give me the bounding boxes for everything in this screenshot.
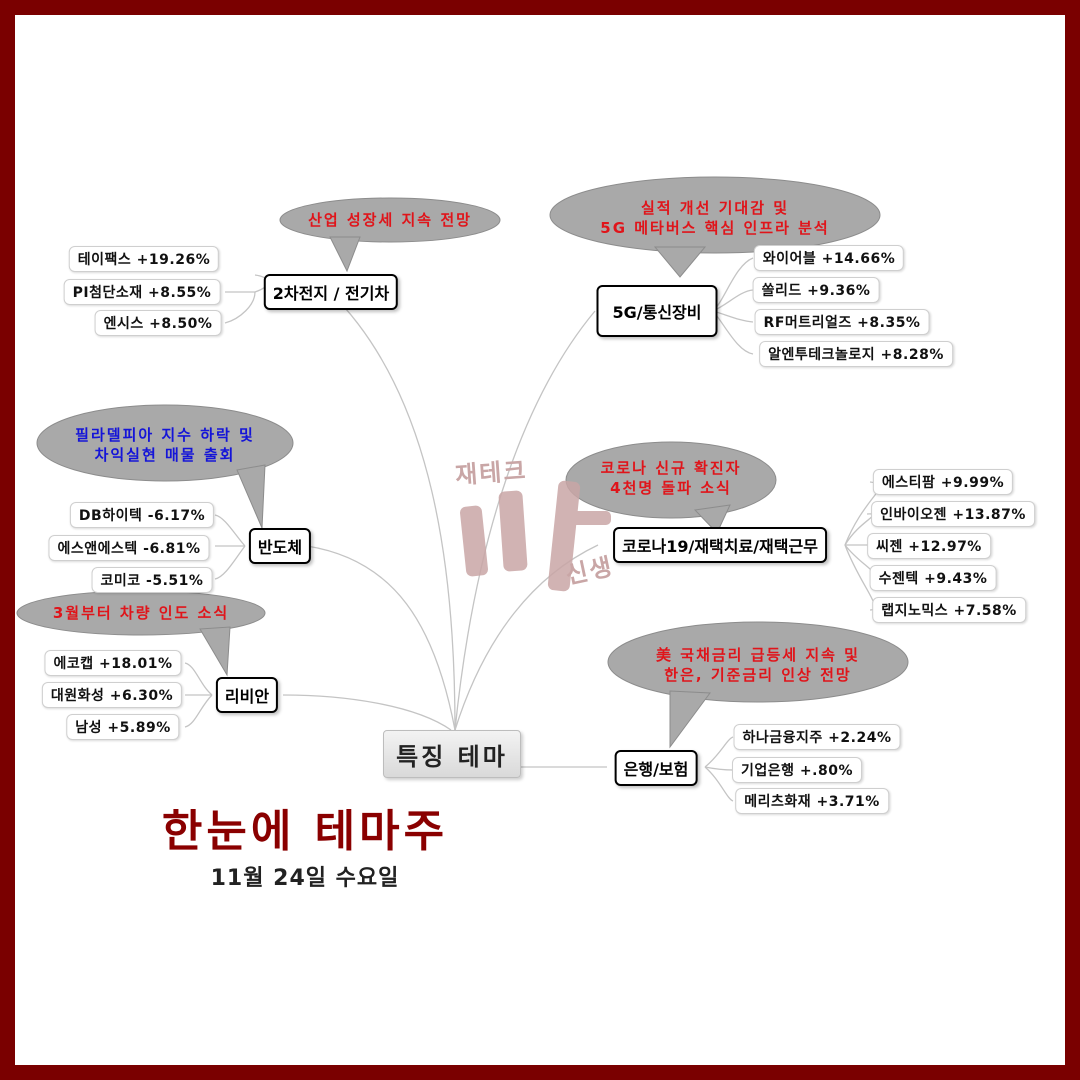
comment-bubble-covid <box>565 441 777 519</box>
stock-item[interactable]: 기업은행 +.80% <box>732 757 862 783</box>
comment-livian: 3월부터 차량 인도 소식 <box>53 603 229 623</box>
comment-line: 5G 메타버스 핵심 인프라 분석 <box>600 219 830 237</box>
mindmap-canvas: 재테크 신생 산업 성장세 지속 전망 실적 개선 기대감 및 5G 메타버스 … <box>15 15 1065 1065</box>
comment-bubble-tail <box>669 690 711 749</box>
theme-node-5g[interactable]: 5G/통신장비 <box>596 285 718 337</box>
comment-line: 코로나 신규 확진자 <box>600 459 742 477</box>
center-topic[interactable]: 특징 테마 <box>383 730 521 778</box>
comment-line: 산업 성장세 지속 전망 <box>308 211 472 229</box>
comment-line: 3월부터 차량 인도 소식 <box>52 604 230 622</box>
stock-item[interactable]: 코미코 -5.51% <box>91 567 213 593</box>
comment-bank: 美 국채금리 급등세 지속 및 한은, 기준금리 인상 전망 <box>656 645 860 685</box>
theme-node-livian[interactable]: 리비안 <box>215 677 279 713</box>
comment-line: 한은, 기준금리 인상 전망 <box>664 666 852 684</box>
stock-item[interactable]: 메리츠화재 +3.71% <box>735 788 889 814</box>
stock-item[interactable]: 남성 +5.89% <box>66 714 180 740</box>
page-title: 한눈에 테마주 <box>161 806 449 857</box>
stock-item[interactable]: 엔시스 +8.50% <box>94 310 222 336</box>
comment-bubble-5g <box>549 176 881 254</box>
comment-bubble-bank <box>607 621 909 703</box>
theme-node-semiconductor[interactable]: 반도체 <box>248 528 312 564</box>
stock-item[interactable]: 에스앤에스텍 -6.81% <box>48 535 210 561</box>
comment-5g: 실적 개선 기대감 및 5G 메타버스 핵심 인프라 분석 <box>600 198 829 238</box>
stock-item[interactable]: 쏠리드 +9.36% <box>752 277 880 303</box>
stock-item[interactable]: 에코캡 +18.01% <box>44 650 182 676</box>
stock-item[interactable]: 수젠텍 +9.43% <box>869 565 997 591</box>
stock-item[interactable]: 하나금융지주 +2.24% <box>733 724 901 750</box>
date-label: 11월 24일 수요일 <box>210 866 400 891</box>
stock-item[interactable]: 랩지노믹스 +7.58% <box>872 597 1026 623</box>
watermark-text-top: 재테크 <box>454 456 529 490</box>
comment-covid: 코로나 신규 확진자 4천명 돌파 소식 <box>601 458 742 498</box>
comment-semiconductor: 필라델피아 지수 하락 및 차익실현 매물 출회 <box>75 425 255 465</box>
stock-item[interactable]: 대원화성 +6.30% <box>41 682 183 708</box>
stock-item[interactable]: DB하이텍 -6.17% <box>69 502 215 528</box>
theme-node-bank[interactable]: 은행/보험 <box>614 750 698 786</box>
stock-item[interactable]: 와이어블 +14.66% <box>753 245 905 271</box>
comment-bubble-tail <box>329 236 361 273</box>
comment-bubble-tail <box>236 464 266 529</box>
comment-bubble-tail <box>693 504 731 534</box>
comment-bubble-tail <box>199 626 231 677</box>
stock-item[interactable]: 인바이오젠 +13.87% <box>871 501 1035 527</box>
comment-line: 4천명 돌파 소식 <box>610 479 732 497</box>
stock-item[interactable]: 에스티팜 +9.99% <box>872 469 1014 495</box>
comment-line: 美 국채금리 급등세 지속 및 <box>656 646 860 664</box>
comment-line: 실적 개선 기대감 및 <box>640 199 790 217</box>
stock-item[interactable]: 씨젠 +12.97% <box>867 533 991 559</box>
theme-node-covid[interactable]: 코로나19/재택치료/재택근무 <box>613 527 827 563</box>
comment-line: 차익실현 매물 출회 <box>94 446 236 464</box>
comment-line: 필라델피아 지수 하락 및 <box>75 426 255 444</box>
comment-bubble-tail <box>653 246 707 278</box>
stock-item[interactable]: 테이팩스 +19.26% <box>68 246 220 272</box>
stock-item[interactable]: RF머트리얼즈 +8.35% <box>754 309 930 335</box>
comment-battery: 산업 성장세 지속 전망 <box>308 210 472 230</box>
stock-item[interactable]: 알엔투테크놀로지 +8.28% <box>759 341 953 367</box>
comment-bubble-semiconductor <box>36 404 294 482</box>
comment-bubble-battery <box>279 197 501 243</box>
theme-node-battery[interactable]: 2차전지 / 전기차 <box>263 274 399 310</box>
stock-item[interactable]: PI첨단소재 +8.55% <box>63 279 221 305</box>
